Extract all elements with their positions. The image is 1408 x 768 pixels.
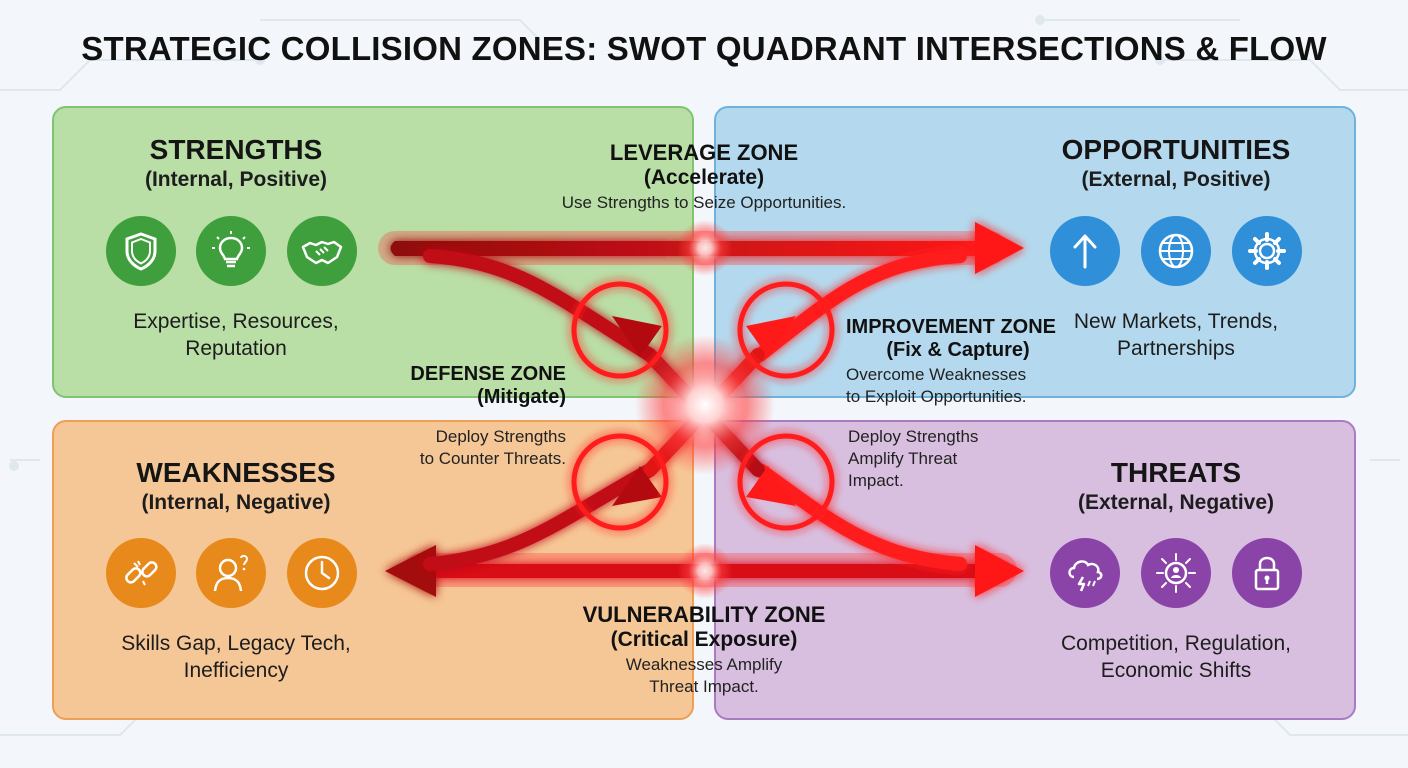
threats-desc-line2: Economic Shifts	[1100, 659, 1252, 682]
defense-zone-desc-line2: to Counter Threats.	[419, 449, 566, 468]
shield-icon	[106, 216, 176, 286]
defense-zone-description: Deploy Strengths to Counter Threats.	[370, 426, 566, 470]
threats-subtitle: (External, Negative)	[1077, 491, 1275, 514]
weaknesses-desc-line1: Skills Gap, Legacy Tech,	[121, 632, 351, 655]
threats-header: THREATS (External, Negative)	[1026, 457, 1326, 515]
lightbulb-icon	[196, 216, 266, 286]
leverage-zone-title: LEVERAGE ZONE	[609, 140, 799, 165]
weaknesses-description: Skills Gap, Legacy Tech, Inefficiency	[86, 630, 386, 684]
page-title: STRATEGIC COLLISION ZONES: SWOT QUADRANT…	[81, 30, 1327, 67]
leverage-zone-label: LEVERAGE ZONE (Accelerate) Use Strengths…	[504, 140, 904, 214]
strengths-desc-line1: Expertise, Resources,	[133, 310, 339, 333]
globe-icon	[1141, 216, 1211, 286]
threats-desc-line1: Competition, Regulation,	[1061, 632, 1291, 655]
collision-circle-bottom-left	[571, 433, 669, 531]
weaknesses-subtitle: (Internal, Negative)	[141, 491, 331, 514]
strengths-title: STRENGTHS	[149, 134, 323, 165]
gear-icon	[1232, 216, 1302, 286]
defense-zone-subtitle: (Mitigate)	[477, 386, 566, 408]
vulnerability-zone-desc-line1: Weaknesses Amplify	[625, 655, 783, 674]
right-middle-note: Deploy Strengths Amplify Threat Impact.	[848, 426, 1048, 492]
leverage-zone-desc: Use Strengths to Seize Opportunities.	[561, 193, 847, 212]
leverage-zone-subtitle: (Accelerate)	[643, 166, 765, 189]
clock-icon	[287, 538, 357, 608]
collision-circle-top-left	[571, 281, 669, 379]
collision-burst	[635, 335, 775, 475]
handshake-icon	[287, 216, 357, 286]
right-middle-note-line3: Impact.	[848, 471, 904, 490]
lock-icon	[1232, 538, 1302, 608]
threats-description: Competition, Regulation, Economic Shifts	[1026, 630, 1326, 684]
improvement-zone-subtitle: (Fix & Capture)	[886, 339, 1030, 361]
vulnerability-zone-desc-line2: Threat Impact.	[649, 677, 759, 696]
defense-zone-desc-line1: Deploy Strengths	[435, 427, 566, 446]
improvement-zone-desc-line2: to Exploit Opportunities.	[846, 387, 1027, 406]
opportunities-description: New Markets, Trends, Partnerships	[1026, 308, 1326, 362]
target-person-icon	[1141, 538, 1211, 608]
defense-zone-title: DEFENSE ZONE	[410, 363, 566, 385]
vulnerability-zone-title: VULNERABILITY ZONE	[582, 602, 826, 627]
arrow-up-icon	[1050, 216, 1120, 286]
threats-title: THREATS	[1110, 457, 1242, 488]
vulnerability-zone-label: VULNERABILITY ZONE (Critical Exposure) W…	[504, 602, 904, 698]
right-middle-note-line2: Amplify Threat	[848, 449, 958, 468]
collision-circle-top-right	[737, 281, 835, 379]
weaknesses-header: WEAKNESSES (Internal, Negative)	[86, 457, 386, 515]
collision-circle-bottom-right	[737, 433, 835, 531]
improvement-zone-label: IMPROVEMENT ZONE (Fix & Capture) Overcom…	[846, 316, 1070, 408]
opportunities-header: OPPORTUNITIES (External, Positive)	[1026, 134, 1326, 192]
opportunities-title: OPPORTUNITIES	[1061, 134, 1291, 165]
strengths-description: Expertise, Resources, Reputation	[86, 308, 386, 362]
strengths-header: STRENGTHS (Internal, Positive)	[86, 134, 386, 192]
strengths-desc-line2: Reputation	[185, 337, 287, 360]
strengths-subtitle: (Internal, Positive)	[144, 168, 328, 191]
weaknesses-title: WEAKNESSES	[136, 457, 336, 488]
defense-zone-label: DEFENSE ZONE (Mitigate)	[370, 363, 566, 409]
broken-chain-icon	[106, 538, 176, 608]
improvement-zone-desc-line1: Overcome Weaknesses	[846, 365, 1027, 384]
storm-cloud-icon	[1050, 538, 1120, 608]
weaknesses-desc-line2: Inefficiency	[183, 659, 289, 682]
confused-person-icon	[196, 538, 266, 608]
opportunities-desc-line1: New Markets, Trends,	[1073, 310, 1279, 333]
vulnerability-zone-subtitle: (Critical Exposure)	[610, 628, 798, 651]
opportunities-desc-line2: Partnerships	[1117, 337, 1235, 360]
opportunities-subtitle: (External, Positive)	[1081, 168, 1271, 191]
improvement-zone-title: IMPROVEMENT ZONE	[846, 316, 1057, 338]
right-middle-note-line1: Deploy Strengths	[848, 427, 979, 446]
